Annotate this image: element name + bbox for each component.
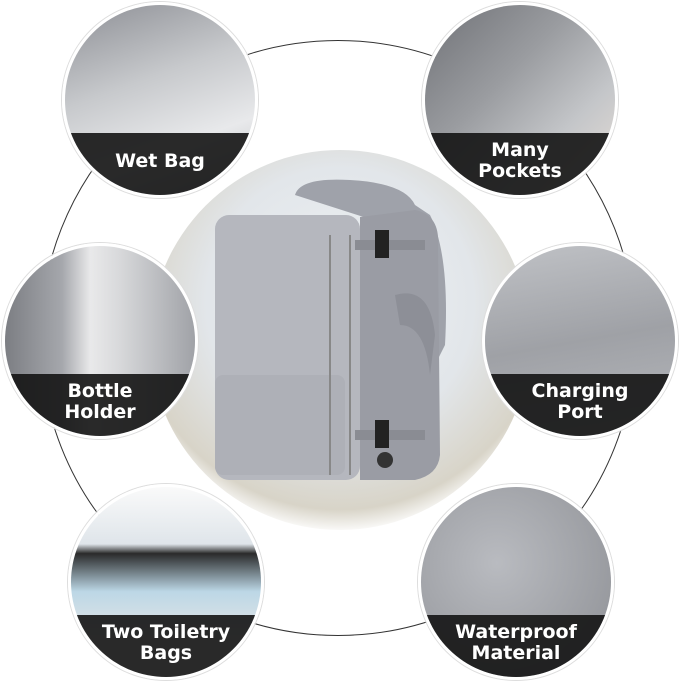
label-line: Many [491,139,549,161]
feature-wet-bag: Wet Bag [62,2,258,198]
label-line: Pockets [478,160,562,182]
label-line: Bags [139,642,193,664]
label-line: Holder [64,401,136,423]
label-line: Wet Bag [115,149,205,172]
label-line: Waterproof [455,621,577,643]
feature-label: Wet Bag [65,133,255,195]
backpack-image [215,179,446,480]
label-line: Material [471,642,561,664]
label-line: Bottle [67,380,133,402]
label-line: Charging [531,380,629,402]
label-line: Port [557,401,603,423]
label-line: Two Toiletry [101,621,231,643]
